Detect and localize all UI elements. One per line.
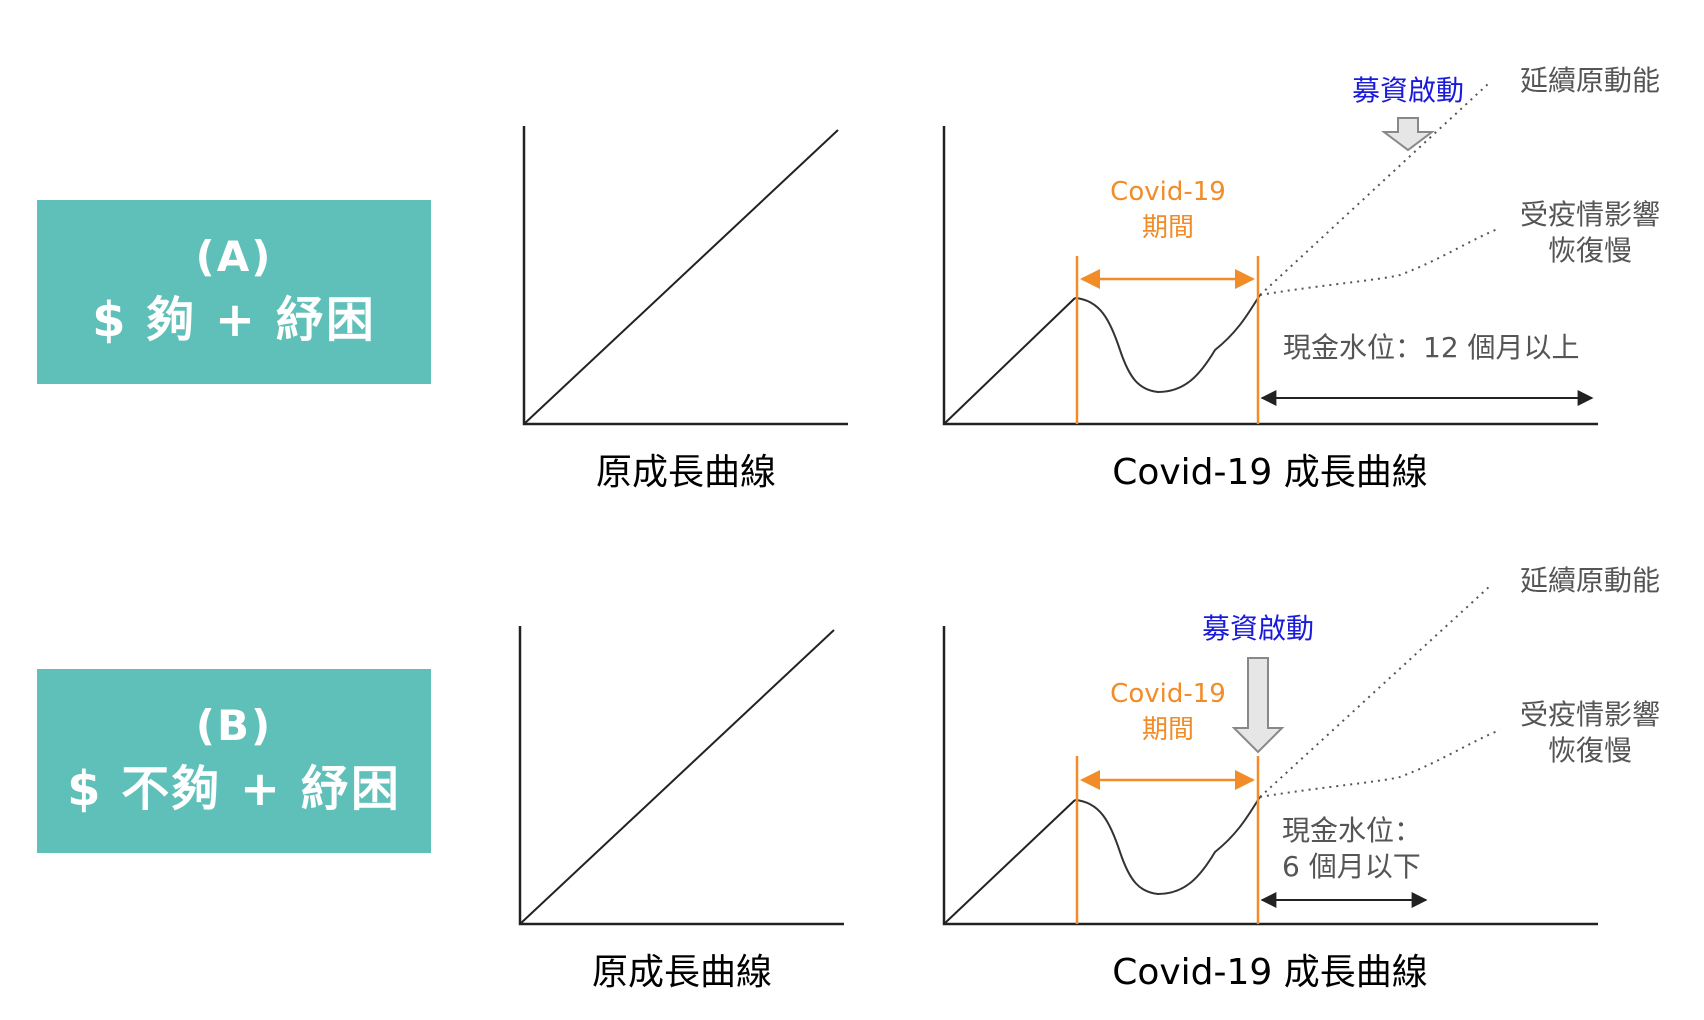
momentum-projection-line xyxy=(1259,585,1491,798)
pre-covid-growth-line xyxy=(943,297,1076,425)
slow-recovery-projection-line xyxy=(1259,227,1501,296)
scenario-b-label-box: (B) $ 不夠 + 紓困 xyxy=(37,669,431,853)
scenario-b-id: (B) xyxy=(195,701,273,750)
original-chart-caption: 原成長曲線 xyxy=(592,952,772,993)
covid-chart-caption: Covid-19 成長曲線 xyxy=(1112,952,1428,993)
momentum-projection-line xyxy=(1259,83,1489,296)
scenario-a-original-chart: 原成長曲線 xyxy=(522,126,848,493)
fundraise-label: 募資啟動 xyxy=(1352,74,1464,107)
pre-covid-growth-line xyxy=(943,799,1076,925)
momentum-label: 延續原動能 xyxy=(1520,564,1660,597)
scenario-b-covid-chart: Covid-19 期間 募資啟動 延續原動能 受疫情影響 恢復慢 現金水位： 6… xyxy=(942,564,1660,993)
covid-dip-curve xyxy=(1074,294,1261,394)
momentum-label: 延續原動能 xyxy=(1520,64,1660,97)
cash-runway-label-line2: 6 個月以下 xyxy=(1282,850,1421,883)
covid-chart-axes xyxy=(942,126,1598,426)
slow-recovery-label-line2: 恢復慢 xyxy=(1548,234,1632,267)
original-chart-caption: 原成長曲線 xyxy=(596,452,776,493)
scenario-a-description: $ 夠 + 紓困 xyxy=(92,292,376,348)
fundraise-arrow-icon xyxy=(1231,657,1285,754)
covid-period-label-line2: 期間 xyxy=(1142,715,1194,745)
covid-period-label-line1: Covid-19 xyxy=(1110,177,1226,207)
fundraise-arrow-icon xyxy=(1381,117,1435,152)
covid-chart-caption: Covid-19 成長曲線 xyxy=(1112,452,1428,493)
scenario-a-id: (A) xyxy=(195,232,273,281)
covid-chart-axes xyxy=(942,626,1598,926)
scenario-b-original-chart: 原成長曲線 xyxy=(518,626,844,993)
covid-period-label-line2: 期間 xyxy=(1142,213,1194,243)
covid-period-label-line1: Covid-19 xyxy=(1110,679,1226,709)
slow-recovery-label-line1: 受疫情影響 xyxy=(1520,698,1660,731)
slow-recovery-projection-line xyxy=(1259,729,1501,798)
slow-recovery-label-line2: 恢復慢 xyxy=(1548,734,1632,767)
original-growth-line xyxy=(519,629,835,925)
scenario-a-covid-chart: Covid-19 期間 募資啟動 延續原動能 受疫情影響 恢復慢 現金水位：12… xyxy=(942,64,1660,493)
original-growth-line xyxy=(523,129,839,425)
scenario-b-description: $ 不夠 + 紓困 xyxy=(67,761,401,817)
cash-runway-label: 現金水位：12 個月以上 xyxy=(1283,331,1580,364)
cash-runway-label-line1: 現金水位： xyxy=(1282,814,1422,847)
scenario-a-label-box: (A) $ 夠 + 紓困 xyxy=(37,200,431,384)
fundraise-label: 募資啟動 xyxy=(1202,612,1314,645)
covid-dip-curve xyxy=(1074,796,1261,896)
slow-recovery-label-line1: 受疫情影響 xyxy=(1520,198,1660,231)
